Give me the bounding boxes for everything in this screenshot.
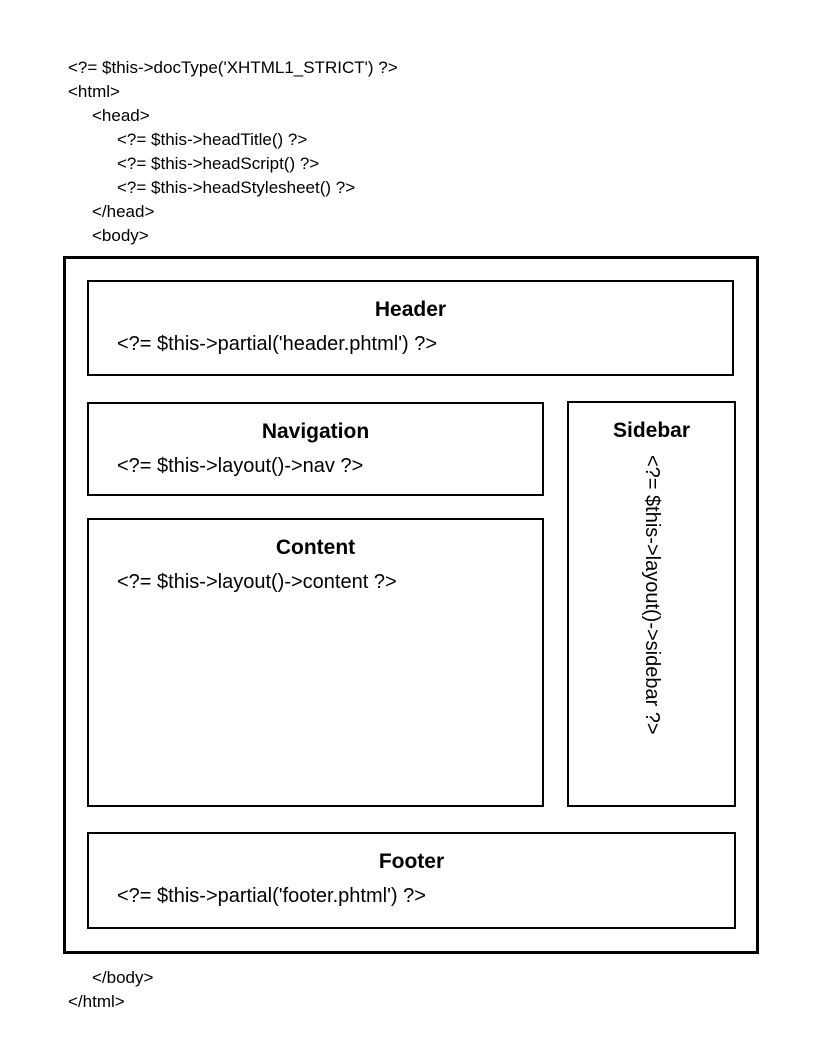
footer-region-box: Footer <?= $this->partial('footer.phtml'… <box>87 832 736 929</box>
closing-tags-code-listing: </body> </html> <box>68 966 153 1014</box>
header-region-title: Header <box>374 298 447 321</box>
code-line-head-script: <?= $this->headScript() ?> <box>117 154 320 173</box>
header-region-box: Header <?= $this->partial('header.phtml'… <box>87 280 734 376</box>
code-line-body-open: <body> <box>92 226 149 245</box>
footer-region-title: Footer <box>378 850 445 873</box>
code-line-html-open: <html> <box>68 82 120 101</box>
navigation-region-box: Navigation <?= $this->layout()->nav ?> <box>87 402 544 496</box>
code-line-head-open: <head> <box>92 106 150 125</box>
navigation-region-code: <?= $this->layout()->nav ?> <box>117 455 364 477</box>
view-script-code-listing: <?= $this->docType('XHTML1_STRICT') ?> <… <box>68 56 398 248</box>
content-region-code: <?= $this->layout()->content ?> <box>117 571 397 593</box>
code-line-html-close: </html> <box>68 992 125 1011</box>
sidebar-region-code: <?= $this->layout()->sidebar ?> <box>641 455 663 735</box>
sidebar-region-title: Sidebar <box>612 419 691 442</box>
code-line-body-close: </body> <box>92 968 154 987</box>
content-region-title: Content <box>275 536 356 559</box>
code-line-doctype: <?= $this->docType('XHTML1_STRICT') ?> <box>68 58 398 77</box>
header-region-code: <?= $this->partial('header.phtml') ?> <box>117 333 438 355</box>
code-line-head-stylesheet: <?= $this->headStylesheet() ?> <box>117 178 356 197</box>
sidebar-region-box: Sidebar <?= $this->layout()->sidebar ?> <box>567 401 736 807</box>
navigation-region-title: Navigation <box>261 420 370 443</box>
code-line-head-close: </head> <box>92 202 155 221</box>
content-region-box: Content <?= $this->layout()->content ?> <box>87 518 544 807</box>
body-layout-container-box: Header <?= $this->partial('header.phtml'… <box>63 256 759 954</box>
footer-region-code: <?= $this->partial('footer.phtml') ?> <box>117 885 426 907</box>
code-line-head-title: <?= $this->headTitle() ?> <box>117 130 308 149</box>
